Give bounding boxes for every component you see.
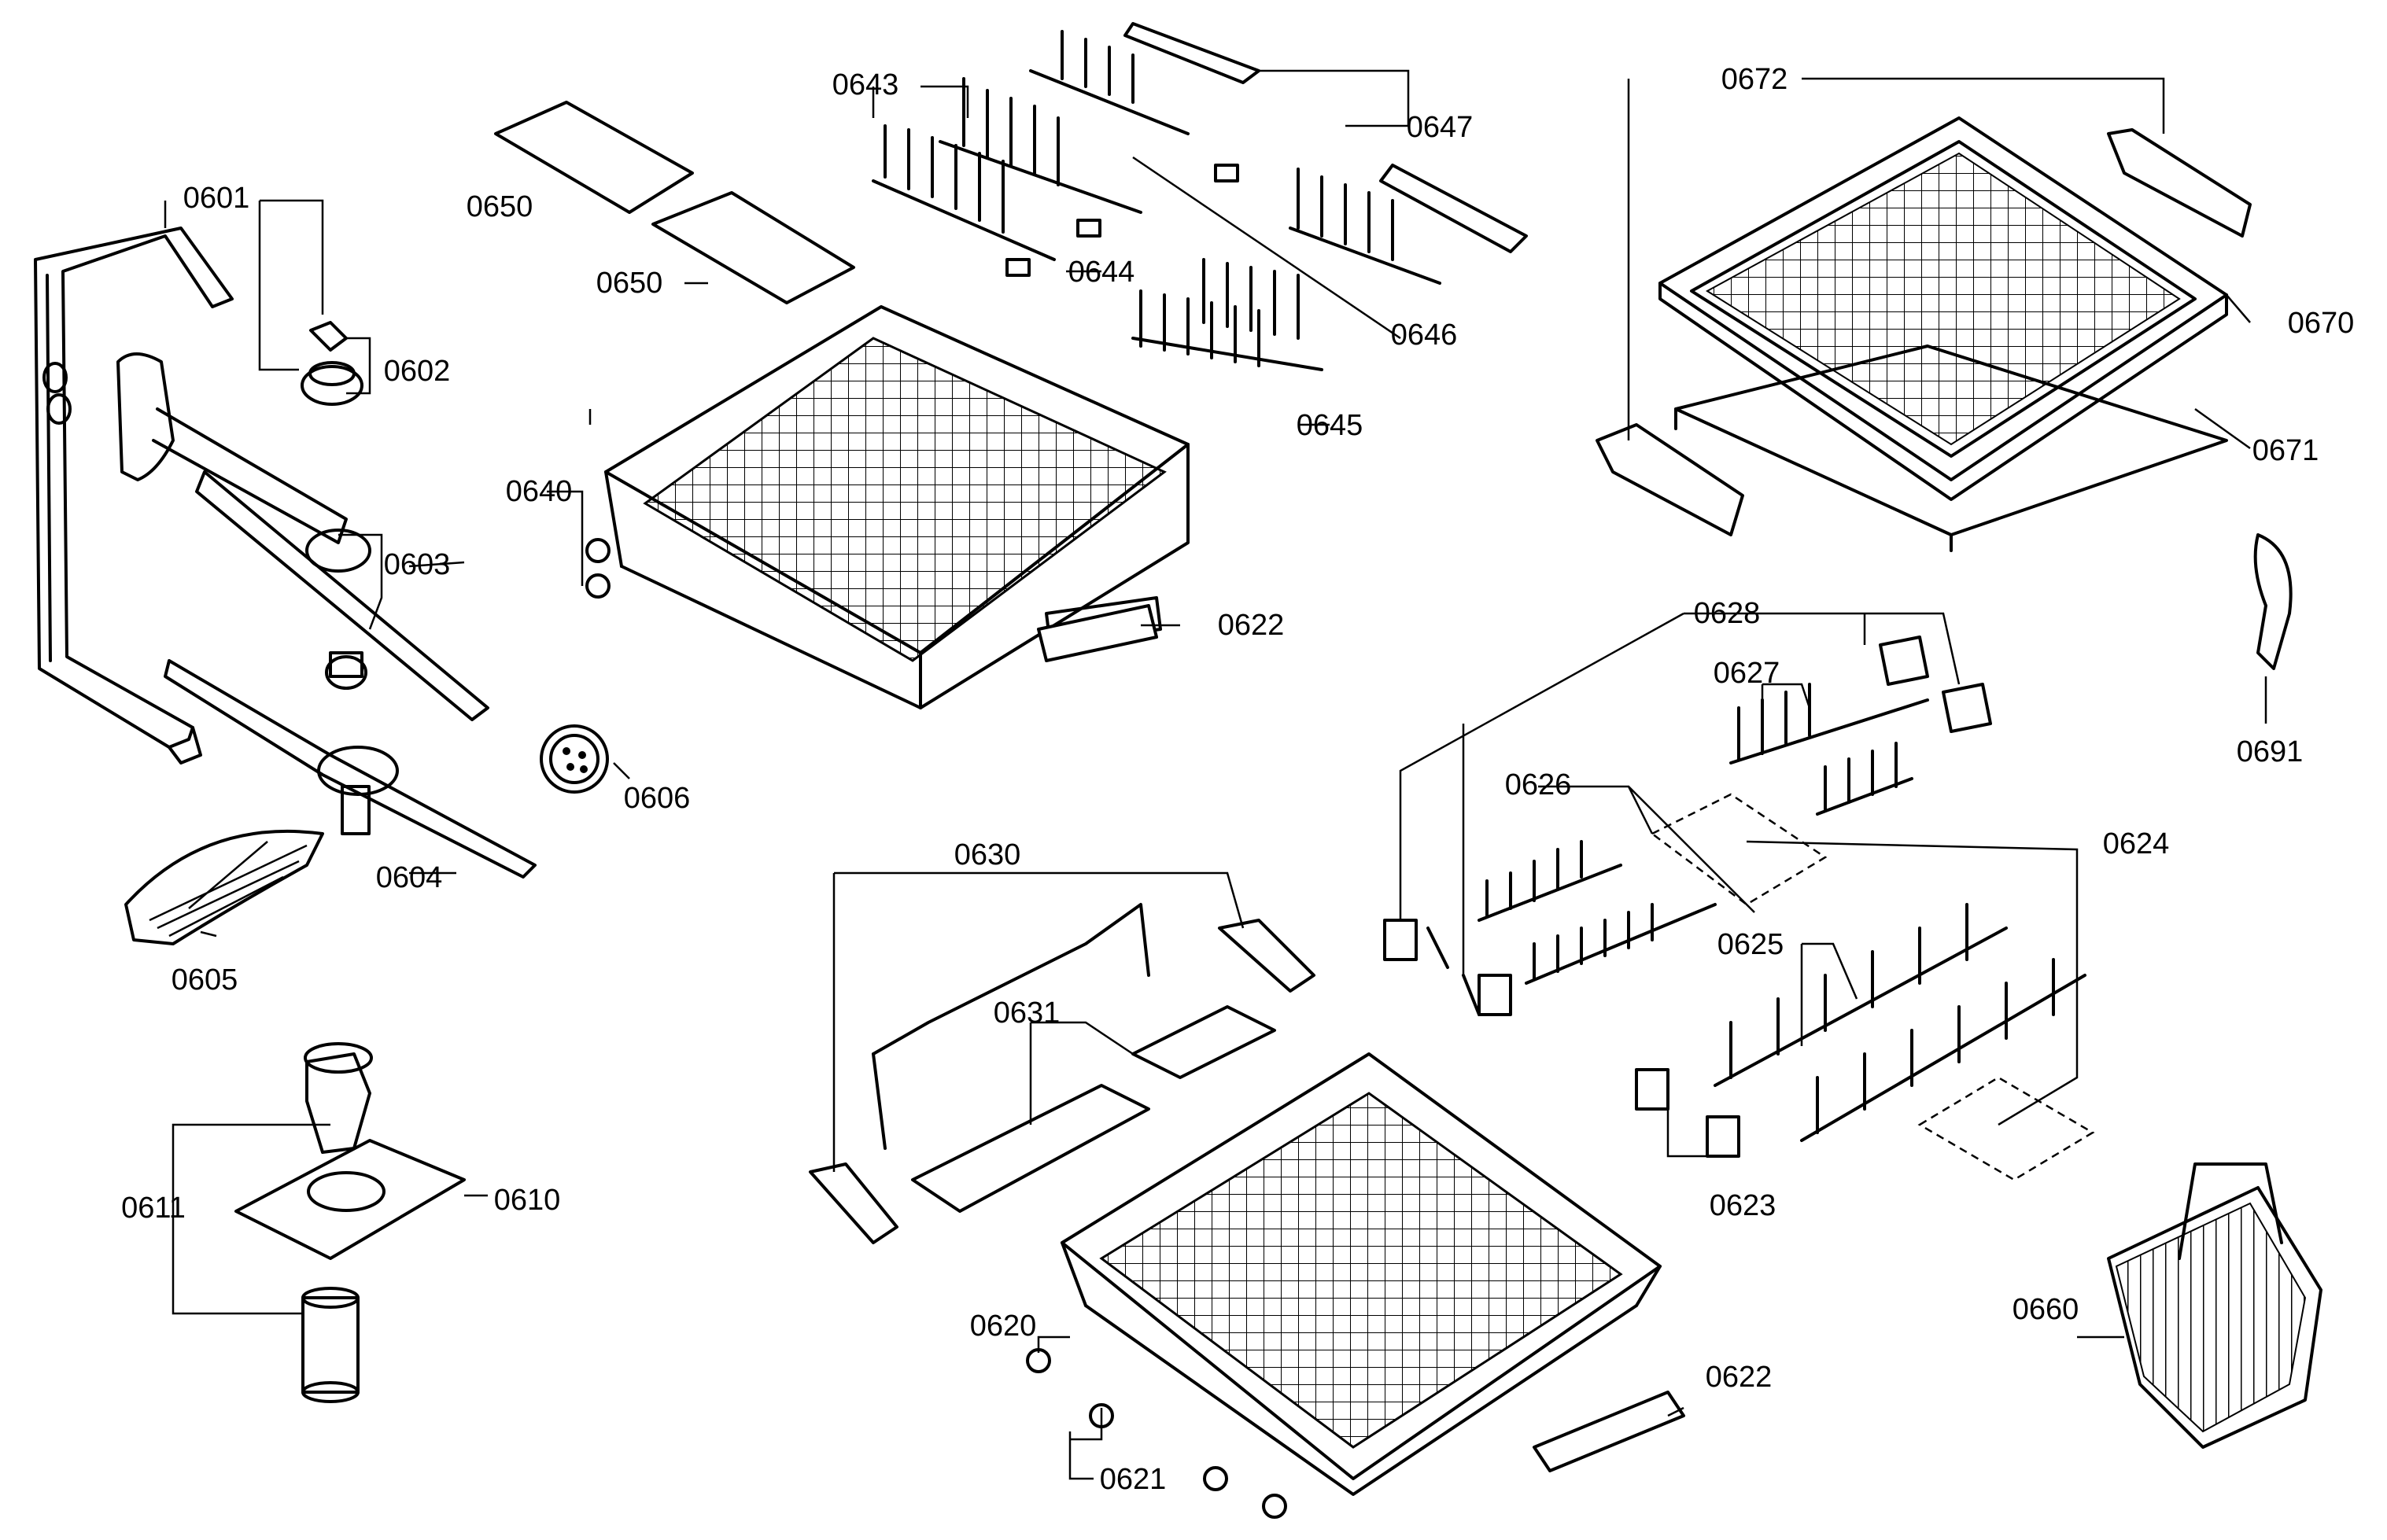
label-0610: 0610 [494, 1184, 561, 1217]
label-0628: 0628 [1694, 597, 1761, 630]
label-0650-a: 0650 [467, 190, 533, 223]
label-0646: 0646 [1391, 319, 1458, 352]
tray-frame-0671 [1674, 344, 2228, 552]
label-0621: 0621 [1100, 1463, 1167, 1496]
label-0625: 0625 [1717, 928, 1784, 961]
lower-handle-0622 [1533, 1391, 1685, 1472]
tray-rail-right [2107, 128, 2252, 238]
tray-rail-left [1596, 423, 1744, 536]
label-0691: 0691 [2237, 735, 2304, 768]
lower-basket [1026, 1052, 1662, 1519]
label-0602: 0602 [384, 355, 451, 388]
label-0626: 0626 [1505, 768, 1572, 801]
filter-disc-0606 [540, 724, 609, 794]
label-0622-top: 0622 [1218, 609, 1285, 642]
label-0672: 0672 [1721, 63, 1788, 96]
spray-supply-pipe [34, 227, 234, 764]
insert-rack-0650-a [494, 101, 694, 214]
tine-rows-top [872, 22, 1528, 371]
label-0631: 0631 [994, 997, 1061, 1030]
label-0622-bottom: 0622 [1706, 1361, 1773, 1394]
label-0606: 0606 [624, 782, 691, 815]
leader-lines [164, 69, 2267, 1480]
filter-assembly [234, 1042, 466, 1403]
part-labels: 0601 0602 0603 0604 0605 0606 0611 0610 … [121, 63, 2354, 1496]
label-0644: 0644 [1068, 256, 1135, 289]
label-0671: 0671 [2252, 434, 2319, 467]
label-0624: 0624 [2103, 827, 2170, 860]
dosing-cover-0605 [124, 829, 324, 945]
label-0640: 0640 [506, 475, 573, 508]
label-0647: 0647 [1407, 111, 1474, 144]
label-0603: 0603 [384, 548, 451, 581]
tine-rows-right [1383, 636, 2095, 1181]
rack-inserts-0631 [911, 1005, 1276, 1213]
label-0620: 0620 [970, 1310, 1037, 1343]
label-0623: 0623 [1710, 1189, 1776, 1222]
spray-arm-hub-0602 [301, 321, 363, 406]
label-0643: 0643 [832, 68, 899, 101]
cutlery-basket-0660 [2107, 1162, 2322, 1449]
label-0605: 0605 [172, 963, 238, 997]
spray-arm-upper [116, 352, 489, 721]
label-0604: 0604 [376, 861, 443, 894]
upper-handle-0622 [1037, 604, 1158, 662]
label-0630: 0630 [954, 838, 1021, 871]
label-0627: 0627 [1714, 657, 1780, 690]
handle-0691 [2253, 533, 2293, 670]
spray-arm-lower [164, 659, 537, 879]
label-0650-b: 0650 [596, 267, 663, 300]
label-0670: 0670 [2288, 307, 2355, 340]
label-0601: 0601 [183, 182, 250, 215]
label-0611: 0611 [121, 1192, 186, 1225]
insert-rack-0650-b [651, 191, 855, 304]
cutlery-tray-0670 [1658, 116, 2228, 501]
label-0660: 0660 [2013, 1293, 2079, 1326]
label-0645: 0645 [1297, 409, 1363, 442]
